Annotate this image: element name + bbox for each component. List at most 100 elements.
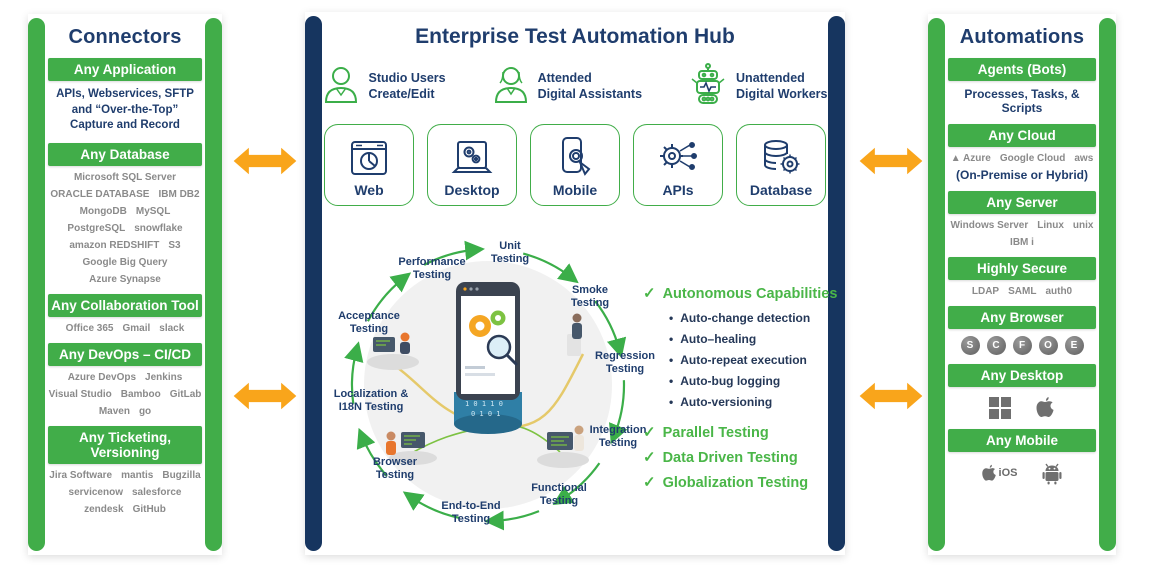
connectors-title: Connectors	[68, 26, 182, 48]
hub-panel: Enterprise Test Automation Hub Studio Us…	[305, 12, 845, 555]
vendor-logo: Windows Server	[950, 220, 1029, 231]
vendor-logo: LDAP	[971, 286, 1000, 297]
any-application-description: APIs, Webservices, SFTP and “Over-the-To…	[56, 88, 194, 132]
persona-label: Attended Digital Assistants	[537, 70, 643, 101]
capability-data-driven: ✓Data Driven Testing	[643, 448, 798, 466]
persona-studio-users: Studio Users Create/Edit	[322, 63, 446, 110]
section-any-ticketing: Any Ticketing, Versioning	[48, 425, 202, 464]
desktop-laptop-icon	[451, 141, 493, 173]
vendor-logo: auth0	[1045, 286, 1073, 297]
vendor-logo: snowflake	[134, 222, 183, 234]
persona-label: Studio Users Create/Edit	[368, 70, 446, 101]
channel-web: Web	[324, 124, 414, 206]
vendor-logo: Maven	[98, 405, 130, 417]
apple-icon	[1036, 397, 1054, 417]
green-bar	[205, 18, 222, 551]
agents-subtext: Processes, Tasks, & Scripts	[964, 87, 1080, 115]
section-any-mobile: Any Mobile	[948, 429, 1096, 452]
vendor-logo: Linux	[1037, 220, 1064, 231]
vendor-logo: mantis	[121, 469, 154, 481]
browser-icon: O	[1038, 336, 1058, 355]
check-icon: ✓	[643, 448, 656, 466]
automations-title: Automations	[959, 26, 1085, 48]
ios-label: iOS	[998, 467, 1018, 479]
vendor-logo: Jira Software	[49, 469, 113, 481]
automations-panel: Automations Agents (Bots) Processes, Tas…	[928, 14, 1116, 555]
capability-parallel: ✓Parallel Testing	[643, 424, 769, 441]
vendor-logo: Bamboo	[120, 388, 161, 400]
cycle-label-functional: Functional Testing	[531, 482, 587, 508]
vendor-logo: servicenow	[68, 486, 123, 498]
vendor-logo: Google Cloud	[999, 153, 1066, 164]
section-any-database: Any Database	[48, 142, 202, 166]
vendor-logo: salesforce	[132, 486, 182, 498]
section-highly-secure: Highly Secure	[948, 257, 1096, 280]
green-bar	[928, 18, 945, 551]
vendor-logo: Gmail	[122, 322, 151, 334]
vendor-logo: unix	[1072, 220, 1094, 231]
vendor-logo: Google Big Query	[82, 256, 168, 268]
channel-database: Database	[736, 124, 826, 206]
vendor-logo: IBM DB2	[158, 188, 200, 200]
left-upper-connector-arrow	[233, 147, 297, 175]
navy-bar	[305, 16, 322, 551]
workstation-lower-left	[386, 431, 437, 465]
hub-title: Enterprise Test Automation Hub	[415, 25, 735, 48]
capability-item: Auto-change detection	[669, 308, 838, 329]
user-icon	[322, 64, 360, 109]
vendor-logo: GitLab	[169, 388, 202, 400]
vendor-logo: PostgreSQL	[67, 222, 126, 234]
green-bar	[1099, 18, 1116, 551]
vendor-logo: go	[138, 405, 152, 417]
vendor-logo: GitHub	[132, 503, 166, 515]
section-any-cloud: Any Cloud	[948, 124, 1096, 147]
navy-bar	[828, 16, 845, 551]
persona-attended-assistants: Attended Digital Assistants	[492, 63, 642, 110]
vendor-logo: S3	[168, 239, 181, 251]
section-agents-bots: Agents (Bots)	[948, 58, 1096, 81]
mobile-touch-icon	[562, 137, 591, 176]
left-lower-connector-arrow	[233, 382, 297, 410]
capabilities-heading: ✓Autonomous Capabilities	[643, 285, 838, 302]
browser-icon: C	[986, 336, 1006, 355]
vendor-logo: Microsoft SQL Server	[73, 171, 177, 183]
right-upper-connector-arrow	[859, 147, 923, 175]
capability-item: Auto-repeat execution	[669, 350, 838, 371]
security-logos: LDAP SAML auth0	[948, 286, 1096, 297]
cycle-label-localization: Localization & I18N Testing	[333, 388, 409, 414]
browser-icon: S	[960, 336, 980, 355]
capability-item: Auto-versioning	[669, 392, 838, 413]
section-any-application: Any Application	[48, 58, 202, 81]
cycle-illustration: 1 0 1 1 0 0 1 0 1	[344, 240, 628, 531]
vendor-logo: ORACLE DATABASE	[50, 188, 150, 200]
vendor-logo: Office 365	[65, 322, 114, 334]
vendor-logo: amazon REDSHIFT	[69, 239, 160, 251]
assistant-icon	[492, 64, 530, 109]
robot-icon	[688, 63, 728, 110]
check-icon: ✓	[643, 473, 656, 491]
vendor-logo: ▲ Azure	[950, 153, 991, 164]
vendor-logo: Azure DevOps	[67, 371, 137, 383]
vendor-logo: IBM i	[1010, 237, 1034, 248]
green-bar	[28, 18, 45, 551]
channel-boxes: Web Desktop Mobile APIs	[305, 124, 845, 206]
capability-globalization: ✓Globalization Testing	[643, 473, 809, 491]
cloud-subtext: (On-Premise or Hybrid)	[955, 168, 1089, 182]
section-any-devops: Any DevOps – CI/CD	[48, 342, 202, 366]
cycle-label-regression: Regression Testing	[595, 350, 655, 376]
section-any-server: Any Server	[948, 191, 1096, 214]
channel-apis: APIs	[633, 124, 723, 206]
persona-unattended-workers: Unattended Digital Workers	[688, 63, 828, 110]
windows-icon	[989, 397, 1011, 419]
vendor-logo: MongoDB	[79, 205, 127, 217]
workstation-left	[367, 332, 419, 370]
personas-row: Studio Users Create/Edit Attended Digita…	[305, 63, 845, 110]
vendor-logo: SAML	[1008, 286, 1037, 297]
apis-gear-network-icon	[660, 142, 697, 170]
cycle-label-end-to-end: End-to-End Testing	[441, 500, 501, 526]
